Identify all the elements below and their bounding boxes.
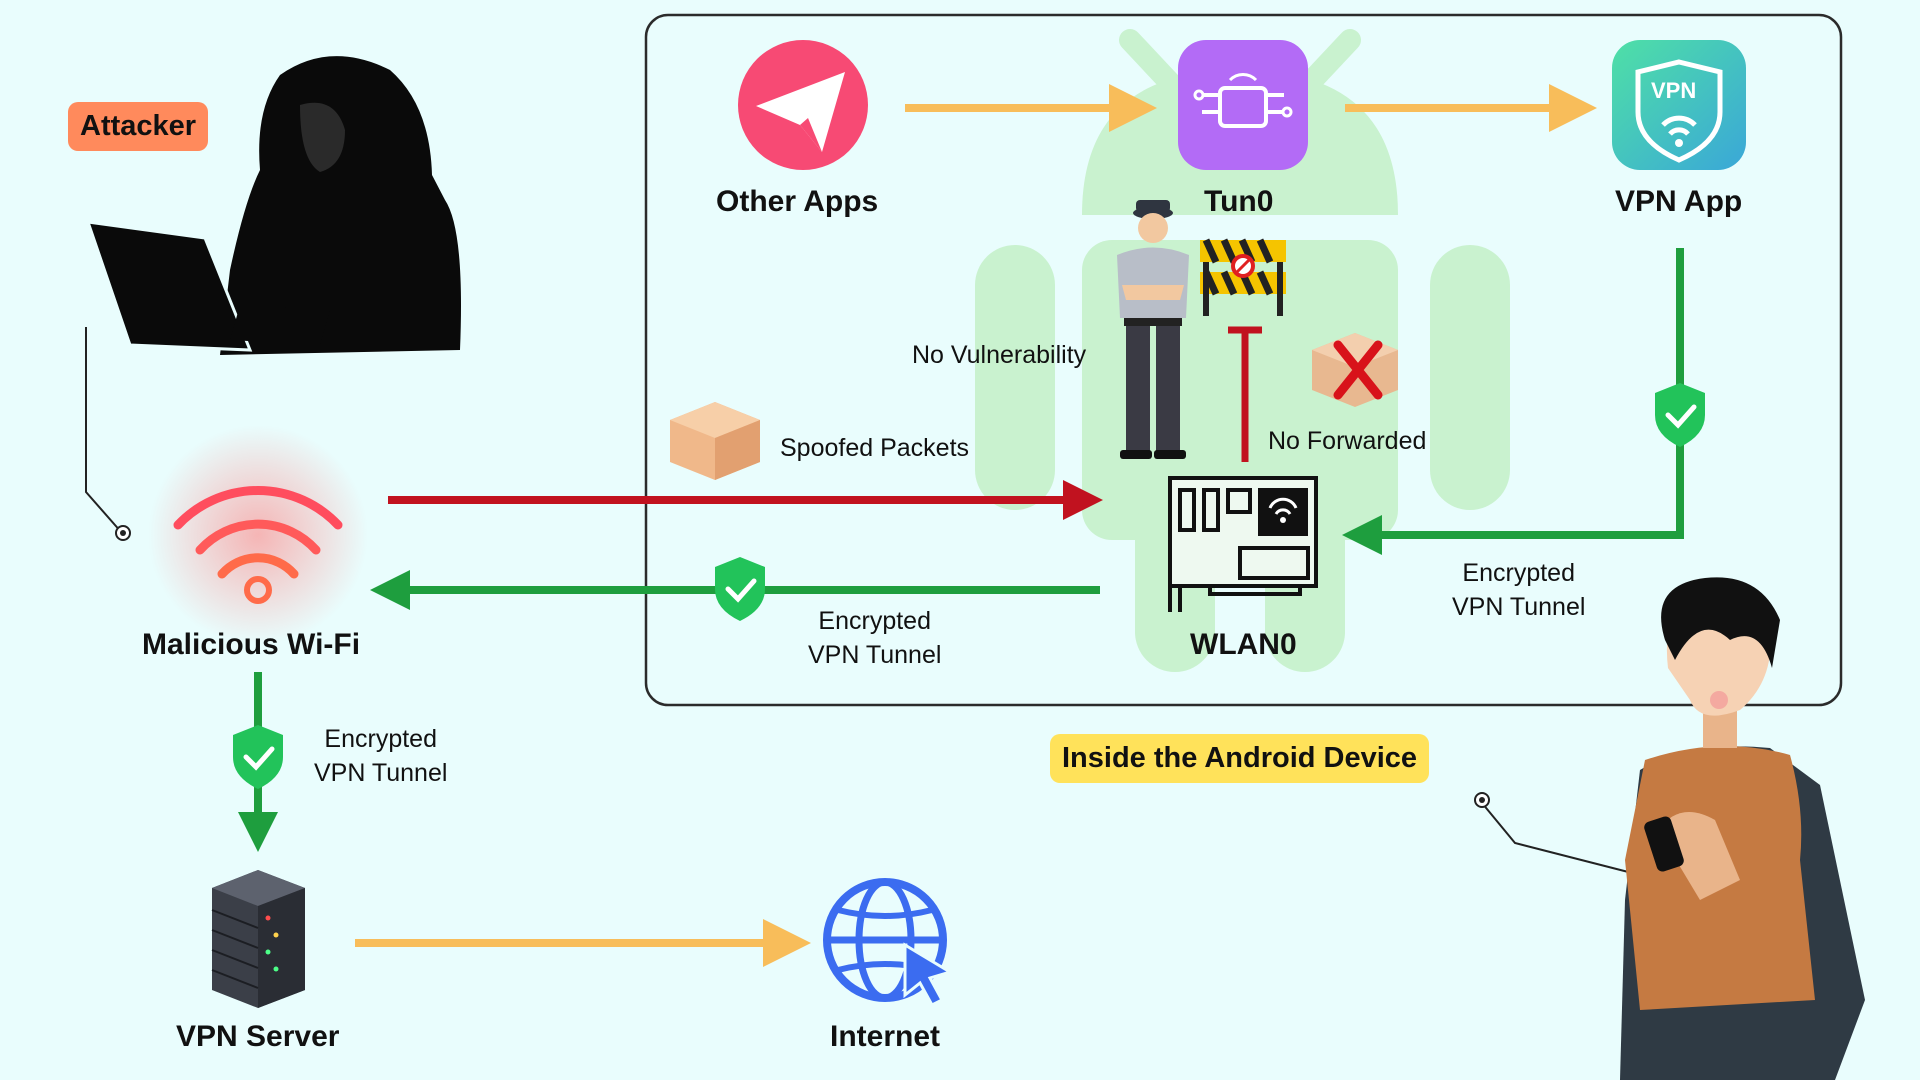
attacker-tag: Attacker: [68, 102, 209, 151]
blocked-forward-icon: [1228, 326, 1262, 462]
shield-check-icon: [233, 725, 283, 789]
internet-label: Internet: [830, 1020, 941, 1053]
malicious-wifi-label: Malicious Wi-Fi: [142, 628, 361, 661]
globe-cursor-icon: [823, 878, 954, 1007]
wifi-icon: [148, 425, 368, 645]
shield-check-icon: [715, 557, 765, 621]
device-pointer: [1481, 802, 1641, 876]
inside-device-tag: Inside the Android Device: [1050, 734, 1430, 783]
telegram-icon: [738, 40, 868, 170]
server-icon: [211, 870, 305, 1008]
no-forwarded-label: No Forwarded: [1268, 427, 1427, 455]
wlan0-label: WLAN0: [1190, 628, 1297, 661]
package-icon: [670, 402, 760, 480]
tun0-chip-icon: [1178, 40, 1308, 170]
vpn-server-label: VPN Server: [176, 1020, 340, 1053]
tunnel-label-right: Encrypted VPN Tunnel: [1452, 559, 1586, 621]
network-card-icon: [1168, 476, 1318, 612]
blocked-package-icon: [1312, 333, 1398, 407]
tunnel-vpnapp-to-wlan0: [1342, 248, 1684, 555]
other-apps-label: Other Apps: [716, 185, 879, 218]
hacker-laptop-icon: [85, 56, 461, 356]
no-vulnerability-label: No Vulnerability: [912, 341, 1087, 369]
spoofed-packets-label: Spoofed Packets: [780, 434, 970, 462]
tun0-label: Tun0: [1204, 185, 1274, 218]
vpn-app-label: VPN App: [1615, 185, 1743, 218]
device-frame: [644, 13, 1843, 707]
tunnel-label-middle: Encrypted VPN Tunnel: [808, 607, 942, 669]
police-officer-icon: [1117, 200, 1189, 459]
vpn-badge-text: VPN: [1651, 78, 1697, 103]
shield-check-icon: [1655, 383, 1705, 447]
vpn-shield-icon: [1612, 40, 1746, 170]
person-phone-icon: [1620, 577, 1865, 1080]
barrier-icon: [1200, 238, 1286, 316]
attacker-pointer: [85, 327, 123, 534]
tunnel-label-left: Encrypted VPN Tunnel: [314, 725, 448, 787]
